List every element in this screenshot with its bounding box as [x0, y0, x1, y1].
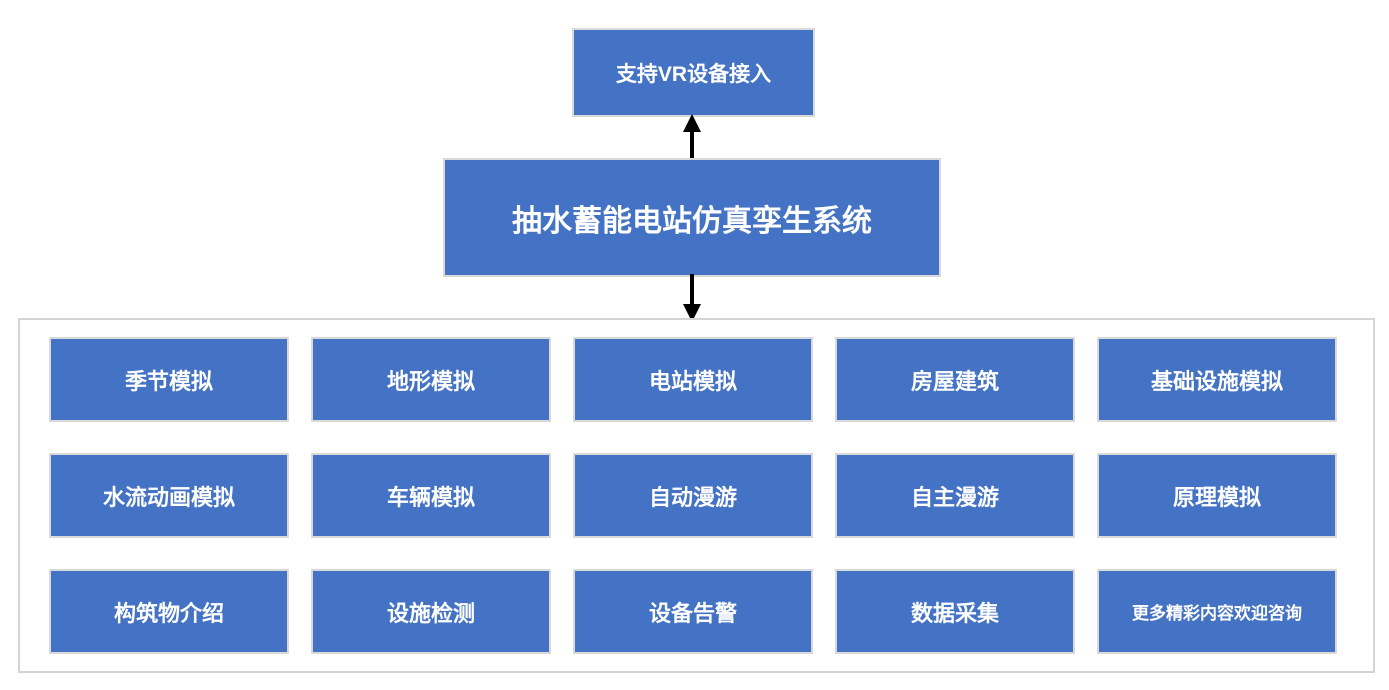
module-label: 自主漫游 — [910, 484, 999, 510]
module-box-infrastructure-simulation: 基础设施模拟 — [1097, 337, 1337, 422]
system-title-label: 抽水蓄能电站仿真孪生系统 — [512, 204, 872, 238]
module-box-terrain-simulation: 地形模拟 — [311, 337, 551, 422]
module-label: 房屋建筑 — [910, 368, 999, 394]
vr-support-label: 支持VR设备接入 — [615, 62, 772, 86]
module-box-data-collection: 数据采集 — [835, 569, 1075, 654]
module-label: 设备告警 — [648, 600, 737, 626]
module-label: 基础设施模拟 — [1150, 368, 1283, 394]
module-box-vehicle-simulation: 车辆模拟 — [311, 453, 551, 538]
module-label: 自动漫游 — [648, 484, 737, 510]
module-box-facility-inspection: 设施检测 — [311, 569, 551, 654]
module-label: 原理模拟 — [1172, 484, 1261, 510]
module-box-powerstation-simulation: 电站模拟 — [573, 337, 813, 422]
module-box-free-roaming: 自主漫游 — [835, 453, 1075, 538]
module-box-more-content-inquiry: 更多精彩内容欢迎咨询 — [1097, 569, 1337, 654]
modules-panel: 季节模拟 地形模拟 电站模拟 房屋建筑 基础设施模拟 水流动画模拟 车辆模拟 自… — [18, 318, 1375, 673]
module-label: 车辆模拟 — [386, 484, 475, 510]
module-label: 更多精彩内容欢迎咨询 — [1132, 604, 1302, 623]
arrow-down-icon — [683, 274, 701, 322]
module-box-auto-roaming: 自动漫游 — [573, 453, 813, 538]
module-box-season-simulation: 季节模拟 — [49, 337, 289, 422]
module-box-principle-simulation: 原理模拟 — [1097, 453, 1337, 538]
module-box-equipment-alarm: 设备告警 — [573, 569, 813, 654]
module-label: 季节模拟 — [124, 368, 213, 394]
arrow-up-icon — [683, 114, 701, 162]
module-label: 电站模拟 — [648, 368, 737, 394]
module-box-buildings: 房屋建筑 — [835, 337, 1075, 422]
module-box-structure-introduction: 构筑物介绍 — [49, 569, 289, 654]
module-box-waterflow-animation: 水流动画模拟 — [49, 453, 289, 538]
system-title-box: 抽水蓄能电站仿真孪生系统 — [443, 158, 941, 277]
module-label: 构筑物介绍 — [113, 600, 224, 626]
module-label: 数据采集 — [910, 600, 999, 626]
module-label: 地形模拟 — [386, 368, 475, 394]
vr-support-box: 支持VR设备接入 — [572, 28, 815, 117]
module-label: 设施检测 — [386, 600, 475, 626]
module-label: 水流动画模拟 — [102, 484, 235, 510]
